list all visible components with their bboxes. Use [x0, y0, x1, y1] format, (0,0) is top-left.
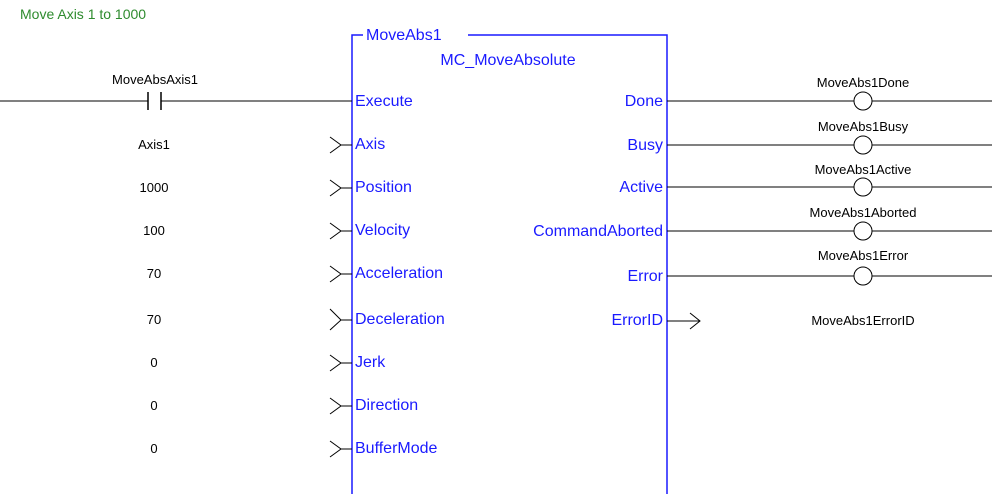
- input-arrow-deceleration: [329, 308, 342, 331]
- contact-label: MoveAbsAxis1: [112, 72, 198, 87]
- function-block-border: [351, 34, 668, 494]
- coil-busy: [853, 135, 873, 155]
- coil-done: [853, 91, 873, 111]
- execute-contact[interactable]: [0, 92, 352, 110]
- input-arrow-buffermode: [329, 440, 342, 458]
- block-type-name: MC_MoveAbsolute: [440, 52, 576, 69]
- input-value-position: 1000: [139, 180, 169, 195]
- input-value-jerk: 0: [150, 355, 158, 370]
- pin-active: Active: [619, 179, 663, 196]
- input-arrows: [329, 136, 352, 458]
- input-value-deceleration: 70: [146, 312, 162, 327]
- errorid-arrow: [667, 312, 701, 330]
- pin-buffermode: BufferMode: [355, 440, 438, 457]
- pin-deceleration: Deceleration: [355, 311, 445, 328]
- rung-comment: Move Axis 1 to 1000: [20, 6, 147, 22]
- input-arrow-direction: [329, 397, 342, 415]
- pin-done: Done: [624, 93, 663, 110]
- pin-velocity: Velocity: [355, 222, 411, 239]
- pin-execute: Execute: [355, 93, 413, 110]
- pin-axis: Axis: [355, 136, 386, 153]
- coil-active: [853, 177, 873, 197]
- coil-label-done: MoveAbs1Done: [816, 75, 910, 90]
- pin-jerk: Jerk: [355, 354, 386, 371]
- coil-label-active: MoveAbs1Active: [814, 162, 912, 177]
- input-arrow-position: [329, 179, 342, 197]
- pin-direction: Direction: [355, 397, 419, 414]
- pin-acceleration: Acceleration: [355, 265, 444, 282]
- block-instance-name: MoveAbs1: [366, 27, 442, 44]
- pin-position: Position: [355, 179, 412, 196]
- coil-label-aborted: MoveAbs1Aborted: [809, 205, 917, 220]
- input-arrow-acceleration: [329, 265, 342, 283]
- errorid-label: MoveAbs1ErrorID: [811, 313, 915, 328]
- input-value-direction: 0: [150, 398, 158, 413]
- pin-errorid: ErrorID: [611, 312, 663, 329]
- pin-commandaborted: CommandAborted: [533, 223, 663, 240]
- pin-error: Error: [627, 268, 663, 285]
- coil-label-error: MoveAbs1Error: [817, 248, 909, 263]
- input-arrow-axis: [329, 136, 342, 154]
- pin-busy: Busy: [627, 137, 663, 154]
- coil-aborted: [853, 221, 873, 241]
- input-value-acceleration: 70: [146, 266, 162, 281]
- coil-error: [853, 266, 873, 286]
- input-value-buffermode: 0: [150, 441, 158, 456]
- output-coils: [667, 91, 992, 286]
- input-value-velocity: 100: [143, 223, 165, 238]
- input-arrow-jerk: [329, 354, 342, 372]
- coil-label-busy: MoveAbs1Busy: [817, 119, 909, 134]
- input-value-axis: Axis1: [138, 137, 170, 152]
- input-arrow-velocity: [329, 222, 342, 240]
